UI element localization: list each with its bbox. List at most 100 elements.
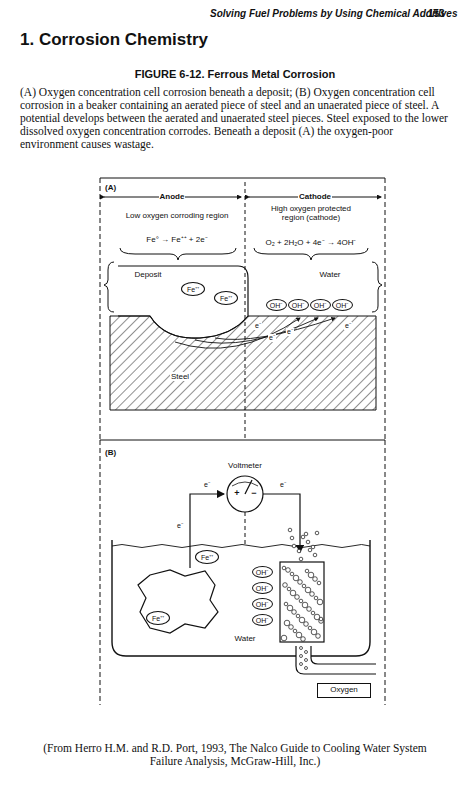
bubble bbox=[296, 614, 300, 618]
panel-letter: (B) bbox=[105, 448, 116, 457]
bubble bbox=[298, 580, 303, 585]
bubble bbox=[293, 629, 297, 633]
node-text: OH⁻ bbox=[336, 302, 349, 309]
node-text: OH⁻ bbox=[270, 302, 283, 309]
electron-label: e⁻ bbox=[268, 334, 276, 342]
electron-label: e⁻ bbox=[286, 328, 294, 336]
bubble bbox=[308, 572, 314, 578]
beaker bbox=[112, 540, 370, 656]
bubble bbox=[287, 587, 291, 591]
reaction-equation: O₂ + 2H₂O + 4e⁻ → 4OH⁻ bbox=[266, 238, 357, 247]
bubble bbox=[315, 531, 319, 535]
voltmeter bbox=[227, 476, 263, 512]
ion-oval: OH⁻ bbox=[310, 299, 331, 311]
ion-oval: Fe⁺⁺ bbox=[181, 282, 205, 296]
bubble bbox=[292, 544, 296, 548]
bubble bbox=[305, 651, 308, 654]
bubble bbox=[305, 587, 311, 593]
ion-oval: OH⁻ bbox=[266, 299, 287, 311]
node-text: OH⁻ bbox=[256, 617, 269, 624]
panel-a-frame bbox=[100, 178, 385, 440]
bubble bbox=[290, 572, 294, 576]
bubble bbox=[310, 592, 315, 597]
bubble bbox=[284, 620, 290, 626]
aerated-steel bbox=[280, 562, 324, 642]
bubble bbox=[311, 629, 317, 635]
bubble bbox=[292, 610, 297, 615]
oxygen-bubbles bbox=[281, 528, 323, 669]
electron-label: e⁻ bbox=[176, 522, 184, 530]
section-heading: 1. Corrosion Chemistry bbox=[20, 30, 208, 50]
ion-oval: Fe⁺⁺ bbox=[195, 550, 219, 564]
panel-b-frame bbox=[100, 440, 385, 705]
bubble bbox=[282, 566, 286, 570]
node-text: OH⁻ bbox=[314, 302, 327, 309]
node-text: OH⁻ bbox=[256, 585, 269, 592]
bubble bbox=[304, 532, 308, 536]
figure-title: FIGURE 6-12. Ferrous Metal Corrosion bbox=[135, 68, 335, 81]
polarity-sign: − bbox=[251, 488, 256, 498]
bubble bbox=[304, 622, 309, 627]
bubble bbox=[297, 549, 301, 553]
bubble bbox=[295, 595, 300, 600]
bubble bbox=[305, 659, 308, 662]
ion-oval: OH⁻ bbox=[332, 299, 353, 311]
bubble bbox=[305, 569, 309, 573]
bubble bbox=[308, 548, 312, 552]
ion-oval: Fe⁺⁺ bbox=[146, 611, 170, 625]
bubble bbox=[319, 617, 323, 621]
part-name: Steel bbox=[170, 372, 190, 381]
electron-flow bbox=[175, 318, 335, 348]
part-name: Water bbox=[234, 634, 255, 643]
reaction-equation: Fe° → Fe⁺⁺ + 2e⁻ bbox=[146, 235, 207, 244]
electron-label: e⁻ bbox=[280, 481, 286, 489]
bubble bbox=[301, 637, 306, 642]
region-name: Anode bbox=[159, 192, 186, 201]
region-note: Low oxygen corroding region bbox=[122, 211, 232, 220]
deposit-outline bbox=[118, 266, 248, 338]
electron-label: e⁻ bbox=[204, 481, 210, 489]
node-text: OH⁻ bbox=[292, 302, 305, 309]
node-text: Fe⁺⁺ bbox=[201, 554, 213, 561]
polarity-sign: + bbox=[234, 488, 239, 498]
ion-oval: OH⁻ bbox=[252, 614, 273, 626]
bubble bbox=[306, 540, 310, 544]
bubble bbox=[290, 590, 296, 596]
bubble bbox=[286, 568, 291, 573]
bubble bbox=[311, 611, 315, 615]
bubble bbox=[299, 617, 305, 623]
bubble bbox=[287, 605, 293, 611]
oxygen-pipe bbox=[296, 646, 376, 674]
bubble bbox=[289, 625, 294, 630]
bubble bbox=[299, 599, 303, 603]
part-name: Deposit bbox=[134, 270, 161, 279]
bubble bbox=[302, 602, 308, 608]
bubble bbox=[288, 528, 292, 532]
bubble bbox=[305, 667, 308, 670]
bubble bbox=[302, 584, 306, 588]
bubble bbox=[293, 575, 299, 581]
bubble bbox=[301, 535, 305, 539]
part-name: Water bbox=[319, 270, 340, 279]
ion-oval: OH⁻ bbox=[252, 582, 273, 594]
page-number: 153 bbox=[428, 8, 445, 20]
bubble bbox=[313, 553, 317, 557]
bubble bbox=[316, 634, 321, 639]
electron-label: e⁻ bbox=[344, 322, 352, 330]
node-text: Oxygen bbox=[330, 686, 358, 694]
region-note: High oxygen protected region (cathode) bbox=[261, 204, 361, 222]
bubble bbox=[284, 602, 288, 606]
unaerated-steel bbox=[138, 570, 218, 633]
node-text: OH⁻ bbox=[256, 569, 269, 576]
figure-caption: (A) Oxygen concentration cell corrosion … bbox=[20, 86, 452, 151]
region-name: Cathode bbox=[298, 192, 332, 201]
node-text: Fe⁺⁺ bbox=[187, 286, 199, 293]
steel-plate bbox=[110, 316, 376, 410]
bubble bbox=[300, 663, 303, 666]
bubble bbox=[299, 557, 303, 561]
wires bbox=[190, 494, 300, 568]
bubble bbox=[283, 583, 288, 588]
bubble bbox=[317, 581, 321, 585]
bubble bbox=[314, 596, 318, 600]
source-note: (From Herro H.M. and R.D. Port, 1993, Th… bbox=[40, 742, 430, 768]
